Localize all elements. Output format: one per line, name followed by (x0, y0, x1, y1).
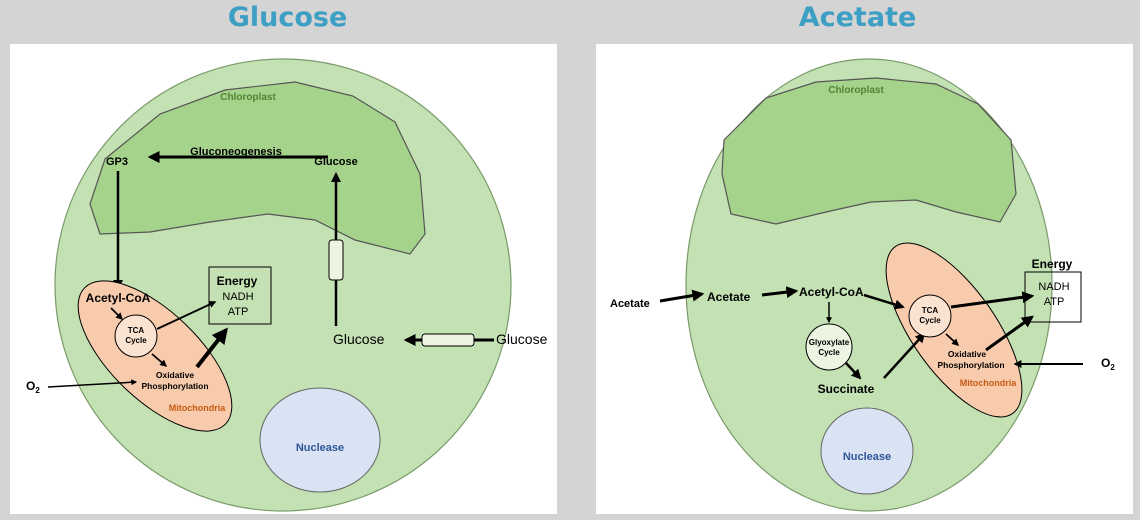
acetate-diagram: Chloroplast Acetate Acetate Acetyl-CoA G… (610, 58, 1115, 512)
tca-cycle-circle (908, 294, 952, 338)
o2-label: O2 (26, 379, 40, 395)
acetylcoa-label: Acetyl-CoA (799, 285, 864, 299)
chloroplast-label: Chloroplast (828, 85, 884, 96)
succinate-label: Succinate (818, 382, 875, 396)
atp-label: ATP (228, 306, 249, 318)
acetylcoa-to-tca-arrow (863, 293, 905, 310)
cytosol-glucose-label: Glucose (333, 331, 385, 347)
nadh-label: NADH (1038, 281, 1069, 293)
oxphos-label-line2: Phosphorylation (937, 360, 1004, 370)
tca-to-energy-arrow (156, 301, 217, 330)
glyoxylate-label-line2: Cycle (818, 348, 840, 357)
mitochondria-label: Mitochondria (169, 403, 226, 413)
tca-to-energy-arrow (950, 291, 1035, 309)
glucose-diagram: Chloroplast GP3 Gluconeogenesis Glucose … (26, 58, 548, 512)
glyoxylate-to-succinate-arrow (845, 362, 862, 380)
tca-label-line2: Cycle (919, 316, 941, 325)
membrane-transporter (421, 333, 475, 347)
oxphos-to-energy-arrow (195, 327, 228, 369)
mitochondria-shape (885, 242, 1023, 418)
gluconeogenesis-label: Gluconeogenesis (190, 146, 282, 158)
glyoxylate-cycle-circle (805, 323, 853, 371)
chloroplast-glucose-label: Glucose (314, 156, 357, 168)
glucose-panel: Chloroplast GP3 Gluconeogenesis Glucose … (10, 44, 557, 514)
succinate-to-tca-arrow (883, 332, 926, 379)
nucleus-label: Nuclease (296, 442, 344, 454)
gp3-label: GP3 (106, 156, 128, 168)
oxphos-label-line2: Phosphorylation (141, 381, 208, 391)
nadh-label: NADH (222, 291, 253, 303)
external-glucose-label: Glucose (496, 331, 548, 347)
mitochondria-label: Mitochondria (960, 378, 1017, 388)
acetate-title: Acetate (798, 2, 917, 33)
glucose-title: Glucose (227, 2, 348, 33)
energy-label: Energy (1032, 257, 1073, 271)
chloroplast-label: Chloroplast (220, 92, 276, 103)
acetate-uptake-arrow (659, 289, 705, 303)
acetate-to-acetylcoa-arrow (761, 286, 799, 299)
chloroplast-shape (89, 81, 426, 255)
atp-label: ATP (1044, 296, 1065, 308)
external-acetate-label: Acetate (610, 298, 650, 310)
glyoxylate-label-line1: Glyoxylate (809, 338, 850, 347)
chloroplast-transporter (328, 239, 344, 281)
chloroplast-shape (721, 77, 1017, 225)
tca-label-line2: Cycle (125, 336, 147, 345)
nucleus-shape (820, 407, 914, 495)
acetylcoa-label: Acetyl-CoA (86, 291, 151, 305)
oxphos-label-line1: Oxidative (948, 349, 987, 359)
acetylcoa-to-tca-arrow (110, 307, 124, 321)
tca-to-oxphos-arrow (945, 333, 960, 346)
energy-label: Energy (217, 274, 258, 288)
o2-label: O2 (1101, 356, 1115, 372)
acetate-panel: Chloroplast Acetate Acetate Acetyl-CoA G… (596, 44, 1133, 514)
energy-box (208, 266, 272, 325)
nucleus-label: Nuclease (843, 451, 891, 463)
nucleus-shape (259, 387, 381, 493)
tca-to-oxphos-arrow (151, 353, 168, 367)
o2-arrow (47, 379, 138, 388)
tca-cycle-circle (114, 314, 158, 358)
cytosol-acetate-label: Acetate (707, 290, 751, 304)
oxphos-label-line1: Oxidative (156, 370, 195, 380)
tca-label-line1: TCA (922, 306, 939, 315)
oxphos-to-energy-arrow (985, 315, 1034, 352)
tca-label-line1: TCA (128, 326, 145, 335)
